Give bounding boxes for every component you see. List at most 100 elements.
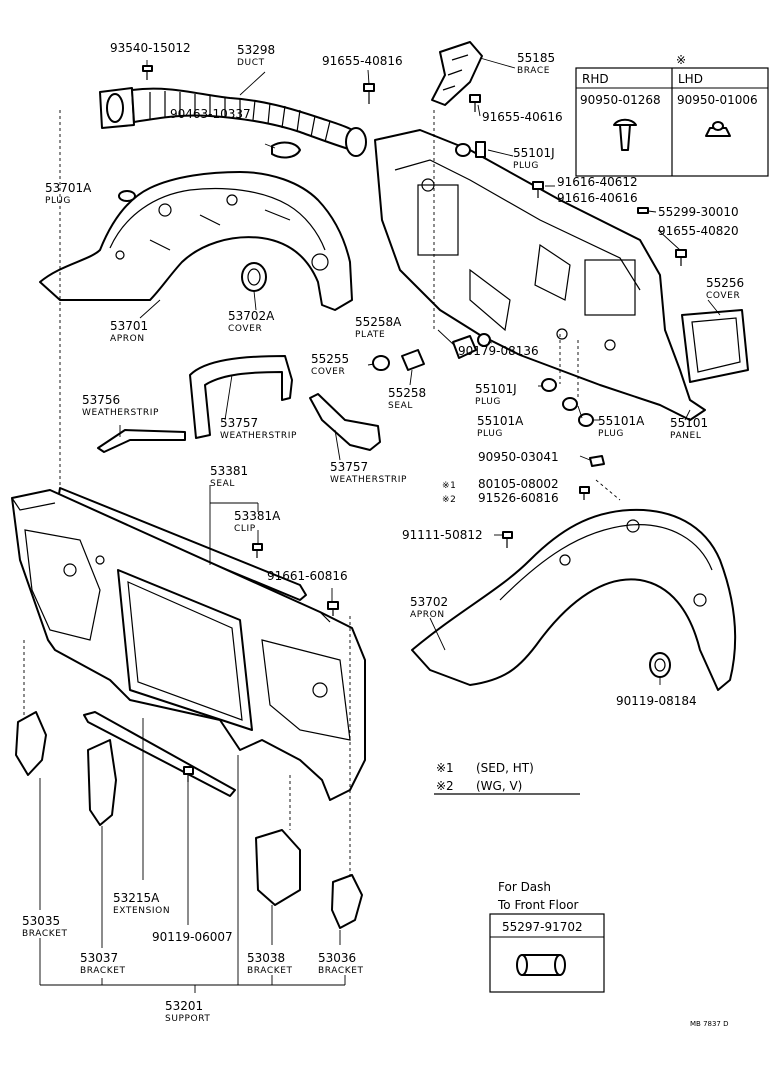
callout-part-name: APRON [110,334,145,344]
callout-p9: 91616-40616 [557,191,638,205]
variant-table-value-rhd: 90950-01268 [580,93,661,107]
callout-part-number: 53381 [210,464,248,478]
bolt-90179-drawing [477,333,491,347]
callout-part-name: COVER [228,324,262,334]
duct-drawing [99,87,367,157]
callout-part-number: 53702A [228,309,275,323]
plate-55258a-drawing [452,335,477,359]
seal-55258-drawing [401,349,425,371]
weatherstrip-53757-lower-drawing [309,393,381,451]
callout-part-number: 90950-03041 [478,450,559,464]
callout-part-number: 55101 [670,416,708,430]
leader-lines [39,57,721,993]
dash-note-line1: For Dash [498,880,551,894]
callout-part-number: 53757 [330,460,368,474]
callout-part-number: 53038 [247,951,285,965]
callout-part-number: 55255 [311,352,349,366]
brace-55185-drawing [431,41,483,106]
bolt-91655-40820-drawing [675,249,687,266]
callout-part-number: 80105-08002 [478,477,559,491]
callout-part-number: 55256 [706,276,744,290]
callout-part-number: 53701A [45,181,92,195]
callout-part-name: COVER [311,367,345,377]
callout-part-number: 53215A [113,891,160,905]
callout-part-number: 91616-40612 [557,175,638,189]
callout-part-name: BRACKET [318,966,364,976]
callout-part-number: 91661-60816 [267,569,348,583]
callout-p35: 90119-08184 [616,694,697,708]
clip-53381a-drawing [252,543,263,558]
bolt-91111-drawing [502,531,513,548]
callout-part-name: SUPPORT [165,1014,211,1024]
dash-floor-box: For Dash To Front Floor 55297-91702 [489,880,605,993]
item-55299-drawing [637,207,649,214]
callout-part-name: PLUG [513,161,539,171]
callout-part-name: PLUG [598,429,624,439]
weatherstrip-53757-upper-drawing [189,355,293,439]
callout-p3: 91655-40816 [322,54,403,68]
note-1-text: (SED, HT) [476,761,534,775]
callout-part-number: 55101A [477,414,524,428]
callout-part-name: BRACE [517,66,550,76]
footer-code: MB 7837 D [690,1020,729,1028]
plug-55101a-left-drawing [562,397,578,411]
callout-part-number: 91526-60816 [478,491,559,505]
grommet-90119-08184-drawing [649,652,671,678]
callout-mark: ※2 [442,495,456,505]
callout-part-name: PANEL [670,431,701,441]
callout-p5: 91655-40616 [482,110,563,124]
callout-part-name: SEAL [388,401,413,411]
dash-tube-drawing [516,954,566,976]
callout-part-name: DUCT [237,58,265,68]
callout-p11: 55299-30010 [658,205,739,219]
callout-part-number: 93540-15012 [110,41,191,55]
callout-part-name: CLIP [234,524,256,534]
callout-part-number: 91655-40820 [658,224,739,238]
callout-part-name: PLUG [475,397,501,407]
callout-part-number: 53702 [410,595,448,609]
callout-p1: 93540-15012 [110,41,191,55]
variant-table-mark: ※ [676,53,686,67]
callout-part-number: 55299-30010 [658,205,739,219]
callout-part-name: PLUG [45,196,71,206]
variant-notes: ※1 (SED, HT) ※2 (WG, V) [434,761,580,795]
callout-part-number: 55101J [513,146,555,160]
bracket-53036-drawing [331,874,363,929]
cover-55255-drawing [372,355,390,371]
clip-90950-03041-drawing [589,455,605,467]
bracket-53038-drawing [255,829,301,906]
callout-part-name: BRACKET [80,966,126,976]
callout-part-number: 53381A [234,509,281,523]
clamp-90463-drawing [271,141,301,159]
support-53201-drawing [11,489,366,801]
callout-part-number: 53298 [237,43,275,57]
screw-93540-drawing [142,65,153,80]
callout-p12: 91655-40820 [658,224,739,238]
variant-table-header-rhd: RHD [582,72,609,86]
variant-table: ※ RHD LHD 90950-01268 90950-01006 [575,53,769,177]
callout-part-name: COVER [706,291,740,301]
callout-part-number: 91111-50812 [402,528,483,542]
callout-part-name: BRACKET [22,929,68,939]
callout-p18: 90179-08136 [458,344,539,358]
callout-part-number: 55101A [598,414,645,428]
callout-part-name: WEATHERSTRIP [330,475,407,485]
callout-p6: 90463-10337 [170,107,251,121]
